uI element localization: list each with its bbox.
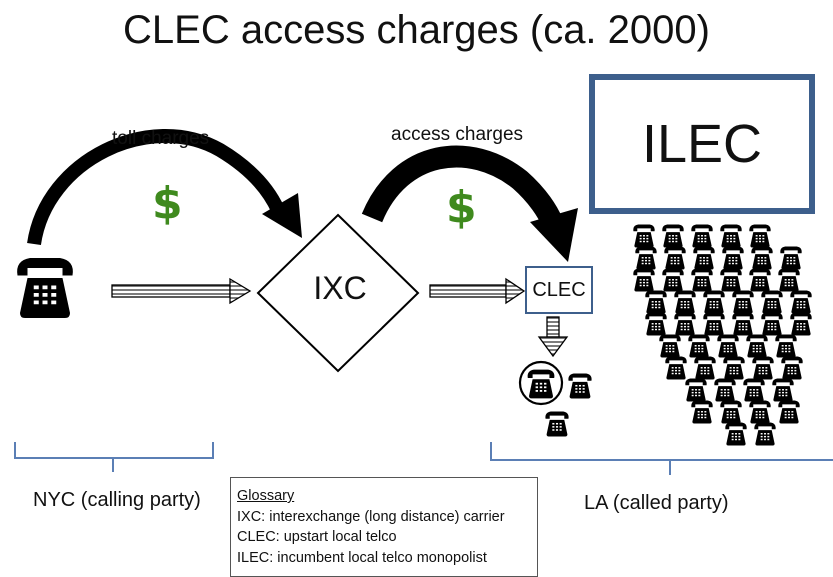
ilec-telephone-icon [778, 268, 800, 292]
clec-down-arrow [537, 316, 569, 358]
ilec-telephone-icon [778, 400, 800, 424]
nyc-bracket [14, 442, 214, 472]
ilec-telephone-icon [633, 224, 655, 248]
glossary-box: Glossary IXC: interexchange (long distan… [230, 477, 538, 577]
ilec-telephone-icon [685, 378, 707, 402]
ilec-telephone-icon [732, 290, 754, 314]
ilec-box: ILEC [589, 74, 815, 214]
glossary-title: Glossary [237, 488, 295, 504]
ixc-label: IXC [313, 270, 367, 306]
access-charges-label: access charges [391, 124, 524, 145]
ilec-telephone-icon [691, 400, 713, 424]
ilec-telephone-icon [720, 224, 742, 248]
ilec-telephone-icon [749, 400, 771, 424]
toll-charges-label: toll charges [112, 128, 210, 149]
ilec-telephone-icon [725, 422, 747, 446]
ilec-telephone-icon [717, 334, 739, 358]
ilec-telephone-icon [780, 246, 802, 270]
ilec-telephone-icon [662, 224, 684, 248]
ilec-telephone-icon [743, 378, 765, 402]
la-label: LA (called party) [584, 492, 729, 514]
clec-customer-phones [518, 360, 592, 437]
ilec-telephone-icon [691, 224, 713, 248]
ilec-telephone-icon [659, 334, 681, 358]
glossary-item-ixc: IXC: interexchange (long distance) carri… [237, 508, 505, 525]
ilec-telephone-icon [645, 312, 667, 336]
ilec-telephone-icon [761, 290, 783, 314]
ilec-telephone-icon [761, 312, 783, 336]
ilec-telephone-icon [720, 268, 742, 292]
ilec-telephone-icon [790, 290, 812, 314]
ilec-telephone-icon [674, 290, 696, 314]
ilec-telephone-icon [749, 224, 771, 248]
ilec-telephone-icon [751, 246, 773, 270]
ilec-telephone-icon [635, 246, 657, 270]
ilec-telephone-icon [746, 334, 768, 358]
ilec-telephone-icon [749, 268, 771, 292]
ilec-telephone-icon [781, 356, 803, 380]
diagram-title: CLEC access charges (ca. 2000) [123, 8, 710, 52]
glossary-item-clec: CLEC: upstart local telco [237, 529, 397, 545]
access-dollar-sign: $ [446, 182, 477, 233]
ilec-telephone-icon [703, 312, 725, 336]
nyc-to-ixc-arrow [111, 277, 252, 305]
toll-dollar-sign: $ [152, 178, 183, 229]
ilec-telephone-icon [752, 356, 774, 380]
ilec-telephone-icon [732, 312, 754, 336]
ilec-label: ILEC [641, 114, 763, 174]
ilec-telephone-icon [665, 356, 687, 380]
ilec-telephone-icon [645, 290, 667, 314]
ilec-telephone-icon [722, 246, 744, 270]
ilec-telephone-icon [772, 378, 794, 402]
ilec-telephone-icon [693, 246, 715, 270]
ilec-telephone-icon [714, 378, 736, 402]
clec-label: CLEC [532, 278, 586, 301]
ilec-telephone-icon [694, 356, 716, 380]
ilec-telephone-icon [720, 400, 742, 424]
ilec-telephone-icon [790, 312, 812, 336]
ixc-to-clec-arrow [429, 277, 526, 305]
nyc-label: NYC (calling party) [33, 489, 201, 511]
ilec-telephone-icon [688, 334, 710, 358]
ilec-telephone-icon [633, 268, 655, 292]
ilec-telephone-icon [754, 422, 776, 446]
glossary-item-ilec: ILEC: incumbent local telco monopolist [237, 549, 487, 566]
ilec-telephone-icon [664, 246, 686, 270]
la-bracket [490, 442, 833, 475]
nyc-telephone-icon [17, 258, 73, 318]
ilec-telephone-icon [691, 268, 713, 292]
clec-box: CLEC [525, 266, 593, 314]
ilec-telephone-icon [703, 290, 725, 314]
ilec-telephone-icon [674, 312, 696, 336]
ilec-telephone-cluster-icon [633, 224, 812, 446]
ilec-telephone-icon [723, 356, 745, 380]
ixc-diamond [256, 213, 420, 373]
ilec-telephone-icon [662, 268, 684, 292]
toll-charges-curved-arrow [27, 128, 302, 246]
access-charges-curved-arrow [361, 145, 578, 262]
ilec-telephone-icon [775, 334, 797, 358]
